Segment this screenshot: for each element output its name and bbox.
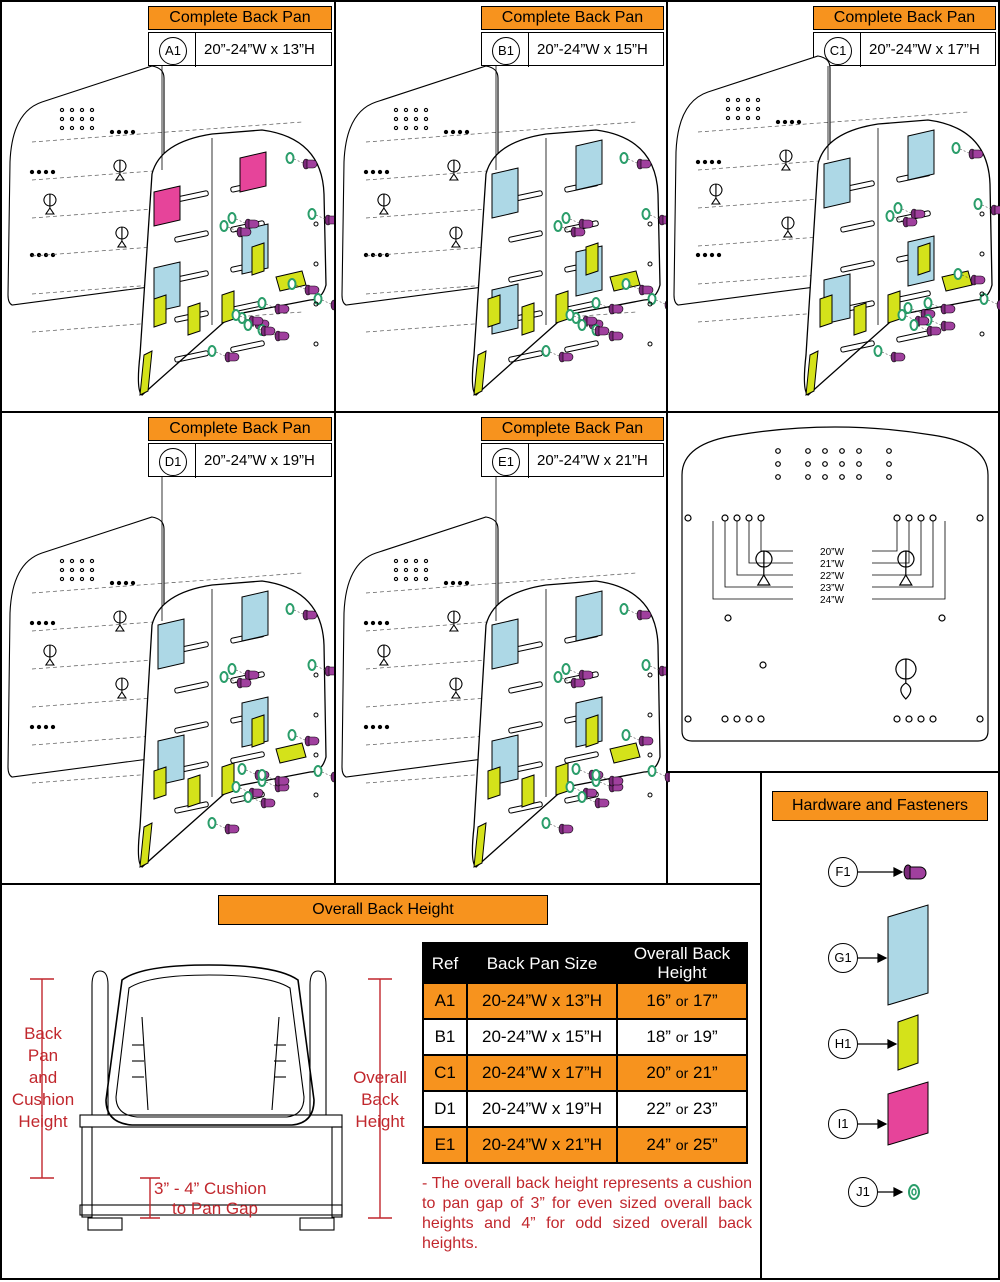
- back-pan-illustration: [341, 477, 670, 868]
- table-row: A1 20-24”W x 13”H 16” or 17”: [422, 982, 748, 1020]
- panel-ref-box: D1 20”-24”W x 19”H: [148, 443, 332, 478]
- table-header-row: Ref Back Pan Size Overall Back Height: [422, 942, 748, 984]
- panel-header: Complete Back Pan: [148, 417, 332, 441]
- back-pan-cushion-height-label: Back Pan and Cushion Height: [11, 1024, 75, 1131]
- col-header: Overall Back Height: [616, 942, 748, 984]
- panel-ref-box: E1 20”-24”W x 21”H: [481, 443, 664, 478]
- ref-callout: A1: [159, 37, 187, 65]
- ref-callout: B1: [492, 37, 520, 65]
- yellow-spacer-pad-icon: [897, 1014, 919, 1071]
- panel-ref-box: B1 20”-24”W x 15”H: [481, 32, 664, 67]
- panel-ref-box: C1 20”-24”W x 17”H: [813, 32, 996, 67]
- width-label: 21”W: [820, 559, 844, 570]
- width-label: 24”W: [820, 595, 844, 606]
- pan-size: 20”-24”W x 15”H: [528, 33, 663, 67]
- back-pan-illustration: [7, 477, 338, 868]
- panel-ref-box: A1 20”-24”W x 13”H: [148, 32, 332, 67]
- back-pan-illustration: [673, 55, 1000, 396]
- hw-ref-j1: J1: [848, 1177, 878, 1207]
- ref-callout: E1: [492, 448, 520, 476]
- table-row: E1 20-24”W x 21”H 24” or 25”: [422, 1126, 748, 1164]
- hardware-panel: Hardware and Fasteners F1 G1 H1 I1 J1: [760, 771, 1000, 1280]
- pan-size: 20”-24”W x 13”H: [195, 33, 331, 67]
- washer-icon: [908, 1184, 920, 1200]
- overall-back-height-label: Overall Back Height: [353, 1068, 407, 1131]
- ref-callout: D1: [159, 448, 187, 476]
- hw-ref-i1: I1: [828, 1109, 858, 1139]
- width-diagram-panel: 20”W 21”W 22”W 23”W 24”W: [666, 411, 1000, 773]
- overall-title: Overall Back Height: [218, 895, 548, 925]
- pan-width-diagram: 20”W 21”W 22”W 23”W 24”W: [681, 426, 989, 742]
- panel-header: Complete Back Pan: [481, 6, 664, 30]
- table-row: D1 20-24”W x 19”H 22” or 23”: [422, 1090, 748, 1128]
- panel-b1: Complete Back Pan B1 20”-24”W x 15”H: [334, 0, 670, 413]
- cushion-gap-label: 3” - 4” Cushion to Pan Gap: [154, 1179, 267, 1218]
- hardware-title: Hardware and Fasteners: [772, 791, 988, 821]
- table-row: B1 20-24”W x 15”H 18” or 19”: [422, 1018, 748, 1056]
- pan-size: 20”-24”W x 21”H: [528, 444, 663, 478]
- width-label: 22”W: [820, 571, 844, 582]
- pan-size: 20”-24”W x 17”H: [860, 33, 995, 67]
- back-height-note: - The overall back height represents a c…: [422, 1175, 752, 1252]
- hardware-illustrations: [858, 864, 929, 1200]
- magenta-spacer-pad-icon: [887, 1081, 929, 1146]
- width-label: 20”W: [820, 547, 844, 558]
- panel-c1: Complete Back Pan C1 20”-24”W x 17”H: [666, 0, 1000, 413]
- panel-d1: Complete Back Pan D1 20”-24”W x 19”H: [0, 411, 338, 885]
- pan-size: 20”-24”W x 19”H: [195, 444, 331, 478]
- table-row: C1 20-24”W x 17”H 20” or 21”: [422, 1054, 748, 1092]
- col-header: Back Pan Size: [466, 942, 618, 984]
- back-pan-illustration: [341, 65, 670, 396]
- panel-header: Complete Back Pan: [813, 6, 996, 30]
- hw-ref-h1: H1: [828, 1029, 858, 1059]
- back-pan-illustration: [7, 65, 338, 396]
- ref-callout: C1: [824, 37, 852, 65]
- panel-e1: Complete Back Pan E1 20”-24”W x 21”H: [334, 411, 670, 885]
- panel-header: Complete Back Pan: [148, 6, 332, 30]
- button-screw-icon: [903, 864, 927, 880]
- hw-ref-f1: F1: [828, 857, 858, 887]
- hw-ref-g1: G1: [828, 943, 858, 973]
- col-header: Ref: [422, 942, 468, 984]
- width-label: 23”W: [820, 583, 844, 594]
- chair-back-illustration: [30, 964, 392, 1231]
- back-height-table: Ref Back Pan Size Overall Back Height A1…: [422, 942, 748, 1164]
- panel-header: Complete Back Pan: [481, 417, 664, 441]
- blue-spacer-pad-icon: [887, 904, 929, 1006]
- panel-a1: Complete Back Pan A1 20”-24”W x 13”H: [0, 0, 338, 413]
